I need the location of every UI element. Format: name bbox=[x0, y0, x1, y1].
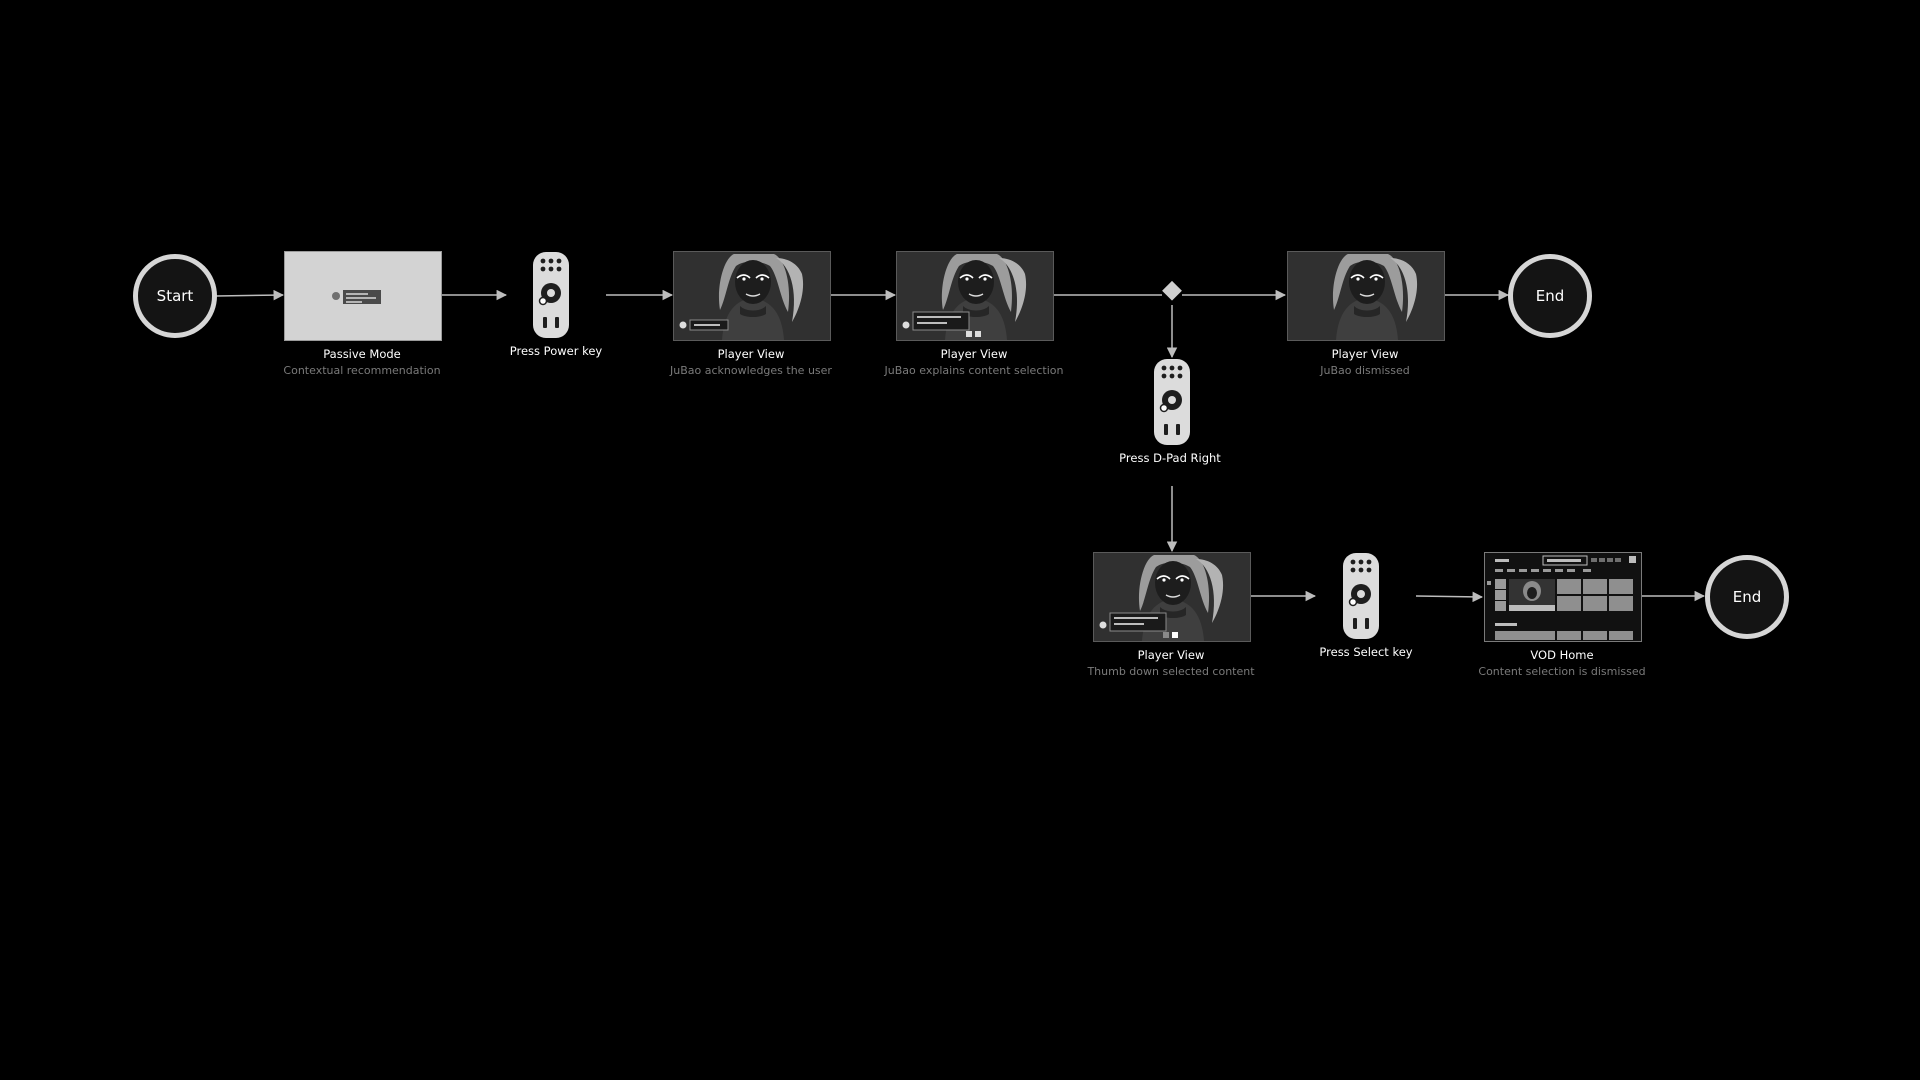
player-dismissed-subtitle: JuBao dismissed bbox=[1320, 364, 1410, 377]
end-node-top: End bbox=[1508, 254, 1592, 338]
player-ack-subtitle: JuBao acknowledges the user bbox=[670, 364, 832, 377]
decision-diamond bbox=[1162, 280, 1182, 301]
player-thumb-title: Player View bbox=[1137, 648, 1205, 662]
player-thumb-thumbnail bbox=[1094, 553, 1250, 641]
passive-mode-screen bbox=[284, 251, 442, 341]
press-dpad-title: Press D-Pad Right bbox=[1119, 451, 1221, 465]
end-node-bottom: End bbox=[1705, 555, 1789, 639]
vod-home-subtitle: Content selection is dismissed bbox=[1478, 665, 1646, 678]
vod-home-title: VOD Home bbox=[1530, 648, 1594, 662]
remote-icon bbox=[532, 251, 570, 339]
player-explain-subtitle: JuBao explains content selection bbox=[884, 364, 1064, 377]
player-thumb-screen bbox=[1093, 552, 1251, 642]
player-thumb-subtitle: Thumb down selected content bbox=[1087, 665, 1255, 678]
arrow-start-to-passive bbox=[215, 289, 285, 301]
passive-mode-wireframe bbox=[332, 290, 381, 304]
player-dismissed-thumbnail bbox=[1288, 252, 1444, 340]
press-select-title: Press Select key bbox=[1319, 645, 1413, 659]
player-ack-thumbnail bbox=[674, 252, 830, 340]
vod-home-screen bbox=[1484, 552, 1642, 642]
player-explain-title: Player View bbox=[940, 347, 1008, 361]
press-power-title: Press Power key bbox=[509, 344, 603, 358]
player-dismissed-title: Player View bbox=[1331, 347, 1399, 361]
remote-icon bbox=[1342, 552, 1380, 640]
player-explain-screen bbox=[896, 251, 1054, 341]
remote-icon bbox=[1153, 358, 1191, 446]
passive-mode-title: Passive Mode bbox=[323, 347, 401, 361]
player-explain-thumbnail bbox=[897, 252, 1053, 340]
end-bottom-label: End bbox=[1732, 588, 1762, 606]
player-ack-title: Player View bbox=[717, 347, 785, 361]
vod-home-wireframe bbox=[1487, 555, 1636, 640]
player-dismissed-screen bbox=[1287, 251, 1445, 341]
start-label: Start bbox=[156, 287, 194, 305]
passive-mode-subtitle: Contextual recommendation bbox=[283, 364, 441, 377]
arrow-select-to-vod bbox=[1415, 591, 1484, 603]
start-node: Start bbox=[133, 254, 217, 338]
end-top-label: End bbox=[1535, 287, 1565, 305]
player-ack-screen bbox=[673, 251, 831, 341]
